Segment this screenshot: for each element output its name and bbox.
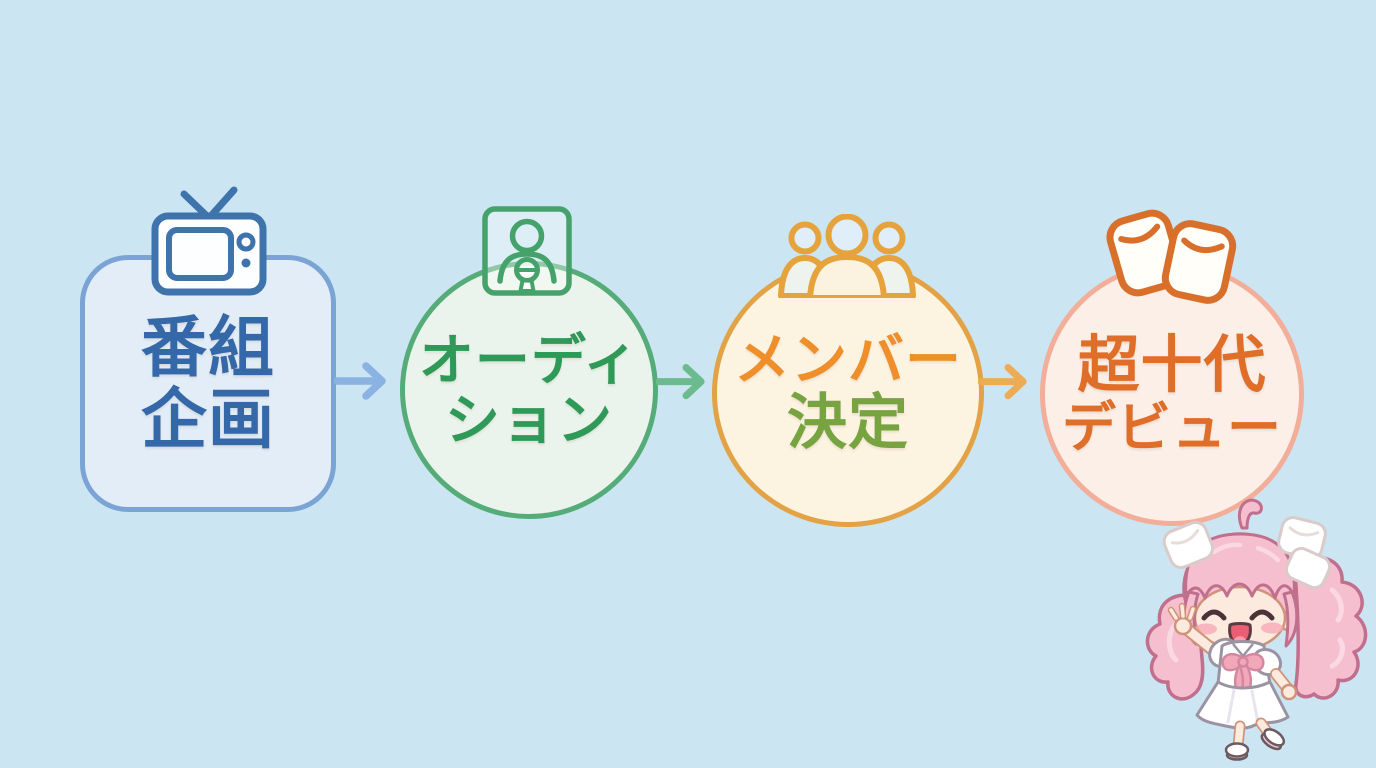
chibi-girl-mascot <box>1136 494 1376 768</box>
step-label-line-2: デビュー <box>1062 396 1282 460</box>
arrow-right-icon <box>333 358 400 404</box>
flow-step-member-decision: メンバー 決定 <box>712 259 984 527</box>
step-label-line-1: オーディ <box>418 327 640 392</box>
marshmallow-icon <box>1097 200 1245 310</box>
arrow-right-icon <box>655 360 718 406</box>
arrow-right-icon <box>977 360 1040 406</box>
flow-step-audition: オーディ ション <box>400 261 658 519</box>
audition-portrait-icon <box>481 205 573 297</box>
step-label: 超十代 デビュー <box>1045 267 1299 521</box>
flow-step-chou-juudai-debut: 超十代 デビュー <box>1040 262 1304 526</box>
group-people-icon <box>772 214 922 298</box>
tv-icon <box>148 186 270 298</box>
step-label-line-2: ション <box>444 388 613 452</box>
step-label: 番組 企画 <box>85 260 331 507</box>
step-label-line-1: 超十代 <box>1077 327 1267 401</box>
step-label-line-1: メンバー <box>734 327 962 393</box>
step-label-line-2: 企画 <box>141 380 275 458</box>
step-label-line-1: 番組 <box>141 309 275 387</box>
step-label: オーディ ション <box>405 266 653 514</box>
flow-step-program-planning: 番組 企画 <box>80 255 336 512</box>
step-label-line-2: 決定 <box>787 387 909 458</box>
step-label: メンバー 決定 <box>717 264 979 522</box>
